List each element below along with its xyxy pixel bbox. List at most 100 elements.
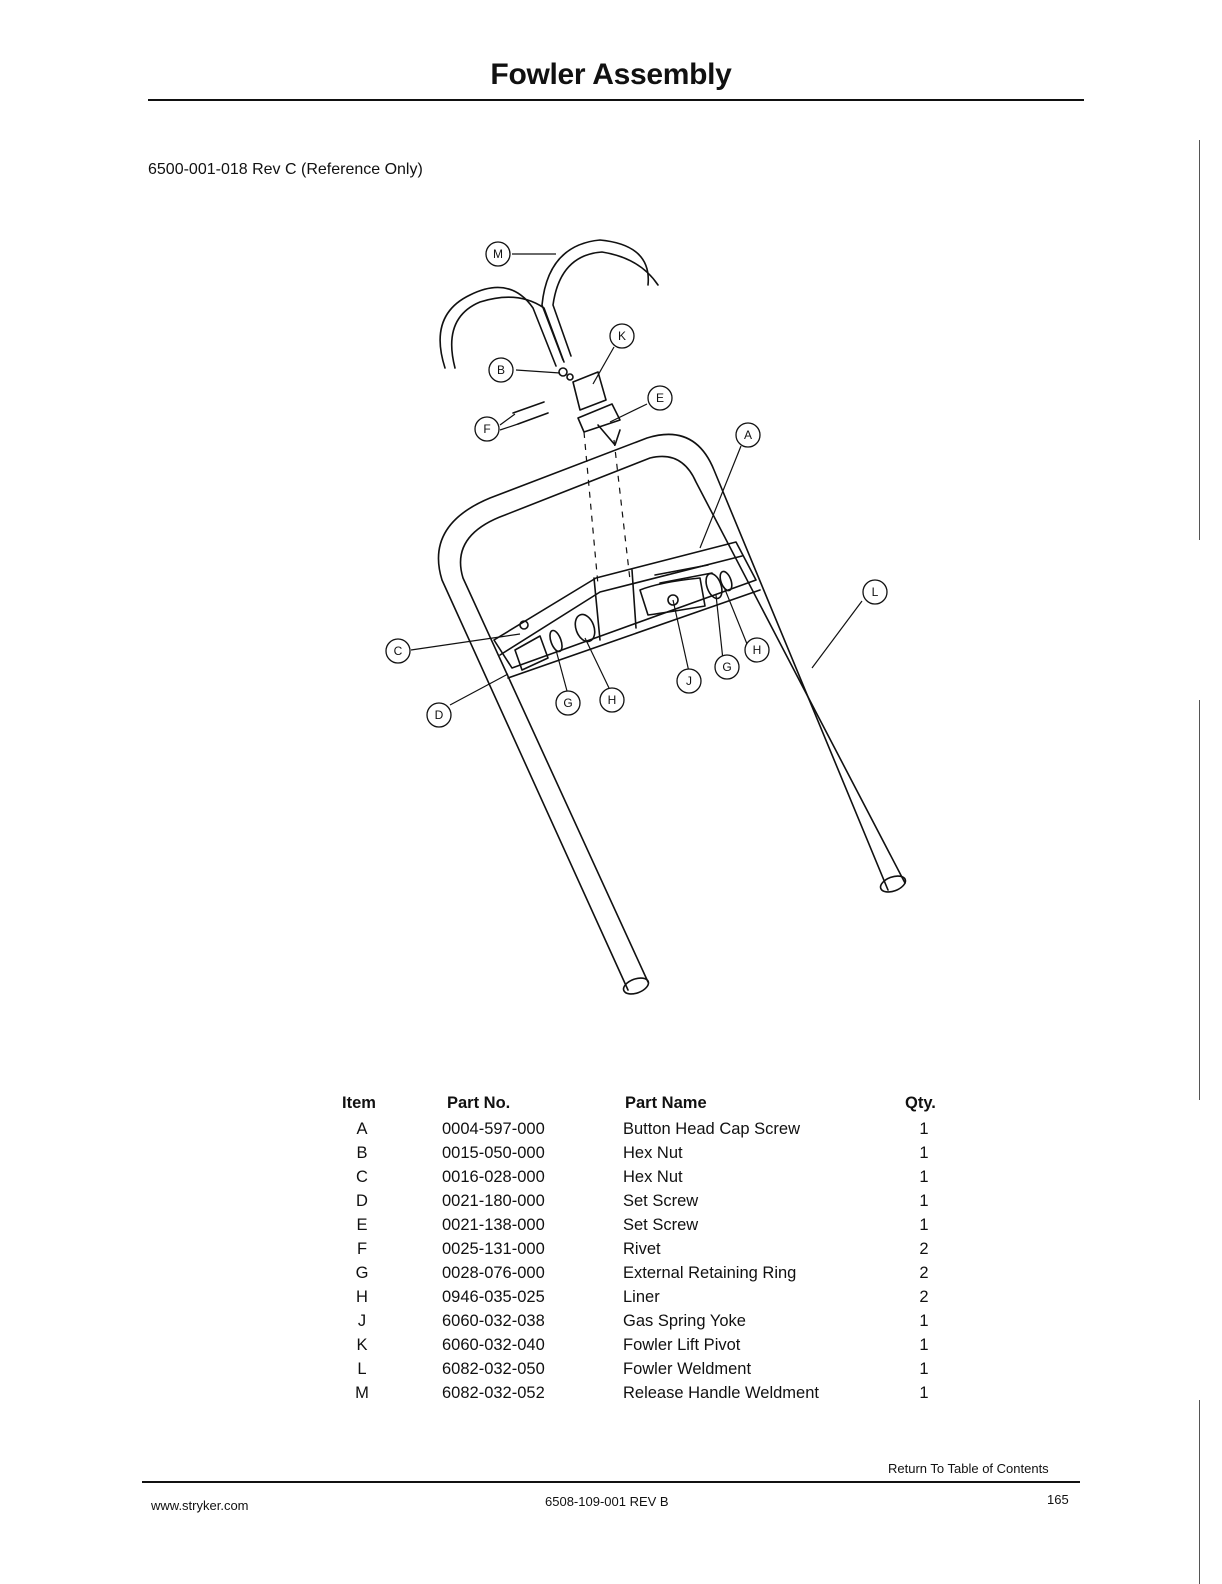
cell-part-no: 0021-138-000 bbox=[442, 1216, 545, 1234]
cell-item: C bbox=[356, 1168, 368, 1186]
fowler-weldment-inner bbox=[459, 455, 906, 983]
cell-item: F bbox=[356, 1240, 368, 1258]
callout-d-bubble bbox=[426, 702, 452, 728]
callout-c-bubble bbox=[385, 638, 411, 664]
cell-part-no: 0015-050-000 bbox=[442, 1144, 545, 1162]
cross-channel bbox=[493, 541, 757, 669]
cell-qty: 2 bbox=[919, 1288, 929, 1306]
callout-h1-bubble bbox=[744, 637, 770, 663]
callout-a-label: A bbox=[744, 428, 752, 442]
cell-part-no: 6060-032-040 bbox=[442, 1336, 545, 1354]
scan-edge-line bbox=[1199, 140, 1200, 540]
callout-h1-label: H bbox=[753, 643, 762, 657]
cell-part-name: Gas Spring Yoke bbox=[623, 1312, 746, 1330]
cell-part-name: Hex Nut bbox=[623, 1168, 683, 1186]
callout-m-label: M bbox=[493, 247, 503, 261]
callout-f-label: F bbox=[483, 422, 490, 436]
cell-item: G bbox=[355, 1264, 369, 1282]
cell-qty: 1 bbox=[919, 1192, 929, 1210]
cell-part-no: 6082-032-050 bbox=[442, 1360, 545, 1378]
cell-part-name: Release Handle Weldment bbox=[623, 1384, 819, 1402]
cell-part-no: 0946-035-025 bbox=[442, 1288, 545, 1306]
callout-d-label: D bbox=[435, 708, 444, 722]
table-row: K 6060-032-040 Fowler Lift Pivot 1 bbox=[330, 1336, 970, 1360]
cell-part-name: Hex Nut bbox=[623, 1144, 683, 1162]
tube-end-right bbox=[879, 875, 907, 893]
cell-part-name: Button Head Cap Screw bbox=[623, 1120, 801, 1138]
release-handle-right bbox=[541, 239, 650, 361]
cell-item: K bbox=[356, 1336, 368, 1354]
cell-qty: 1 bbox=[919, 1384, 929, 1402]
cell-item: B bbox=[356, 1144, 368, 1162]
table-row: M 6082-032-052 Release Handle Weldment 1 bbox=[330, 1384, 970, 1408]
scan-edge-line bbox=[1199, 1400, 1200, 1584]
callout-a-bubble bbox=[735, 422, 761, 448]
table-row: L 6082-032-050 Fowler Weldment 1 bbox=[330, 1360, 970, 1384]
callout-j-label: J bbox=[686, 674, 692, 688]
cell-qty: 1 bbox=[919, 1336, 929, 1354]
table-row: A 0004-597-000 Button Head Cap Screw 1 bbox=[330, 1120, 970, 1144]
cell-qty: 1 bbox=[919, 1168, 929, 1186]
cell-part-no: 0021-180-000 bbox=[442, 1192, 545, 1210]
cell-qty: 1 bbox=[919, 1312, 929, 1330]
cell-part-no: 0004-597-000 bbox=[442, 1120, 545, 1138]
cell-qty: 1 bbox=[919, 1120, 929, 1138]
reference-note: 6500-001-018 Rev C (Reference Only) bbox=[148, 161, 423, 178]
callout-b-bubble bbox=[488, 357, 514, 383]
callout-k-label: K bbox=[618, 329, 626, 343]
parts-table: Item Part No. Part Name Qty. A 0004-597-0… bbox=[330, 1094, 970, 1408]
cell-part-no: 0028-076-000 bbox=[442, 1264, 545, 1282]
callout-l-bubble bbox=[862, 579, 888, 605]
callout-j-bubble bbox=[676, 668, 702, 694]
header-part-name: Part Name bbox=[625, 1094, 707, 1112]
cell-item: E bbox=[356, 1216, 368, 1234]
release-handle-left bbox=[439, 286, 557, 369]
cell-part-name: Set Screw bbox=[623, 1192, 699, 1210]
callout-c-label: C bbox=[394, 644, 403, 658]
cell-item: L bbox=[357, 1360, 367, 1378]
cell-qty: 1 bbox=[919, 1360, 929, 1378]
cell-part-name: Fowler Weldment bbox=[623, 1360, 752, 1378]
table-row: B 0015-050-000 Hex Nut 1 bbox=[330, 1144, 970, 1168]
callout-g1-bubble bbox=[714, 654, 740, 680]
cell-qty: 1 bbox=[919, 1144, 929, 1162]
cell-item: D bbox=[356, 1192, 368, 1210]
cell-part-name: External Retaining Ring bbox=[623, 1264, 797, 1282]
tube-end-left bbox=[622, 977, 650, 995]
fowler-weldment-outer bbox=[437, 433, 889, 991]
cell-part-no: 6082-032-052 bbox=[442, 1384, 545, 1402]
callout-g2-label: G bbox=[563, 696, 572, 710]
footer-page-number: 165 bbox=[1047, 1492, 1069, 1507]
callout-k-bubble bbox=[609, 323, 635, 349]
callout-e-label: E bbox=[656, 391, 664, 405]
page-title: Fowler Assembly bbox=[490, 58, 732, 91]
cell-part-name: Set Screw bbox=[623, 1216, 699, 1234]
cell-item: A bbox=[356, 1120, 368, 1138]
footer-doc-number: 6508-109-001 REV B bbox=[545, 1494, 669, 1509]
cell-part-name: Fowler Lift Pivot bbox=[623, 1336, 741, 1354]
header-qty: Qty. bbox=[905, 1094, 936, 1112]
callout-h2-bubble bbox=[599, 687, 625, 713]
cell-qty: 1 bbox=[919, 1216, 929, 1234]
cell-part-name: Liner bbox=[623, 1288, 660, 1306]
cell-item: M bbox=[355, 1384, 369, 1402]
table-row: E 0021-138-000 Set Screw 1 bbox=[330, 1216, 970, 1240]
parts-table-header: Item Part No. Part Name Qty. bbox=[330, 1094, 970, 1120]
return-to-toc-link[interactable]: Return To Table of Contents bbox=[888, 1461, 1049, 1476]
cell-part-no: 0025-131-000 bbox=[442, 1240, 545, 1258]
fowler-lift-pivot bbox=[572, 371, 607, 411]
title-rule bbox=[148, 99, 1084, 101]
callout-m-bubble bbox=[485, 241, 511, 267]
callout-g2-bubble bbox=[555, 690, 581, 716]
footer-website: www.stryker.com bbox=[151, 1498, 249, 1513]
callout-h2-label: H bbox=[608, 693, 617, 707]
callout-l-label: L bbox=[872, 585, 879, 599]
callout-g1-label: G bbox=[722, 660, 731, 674]
cell-qty: 2 bbox=[919, 1240, 929, 1258]
table-row: D 0021-180-000 Set Screw 1 bbox=[330, 1192, 970, 1216]
